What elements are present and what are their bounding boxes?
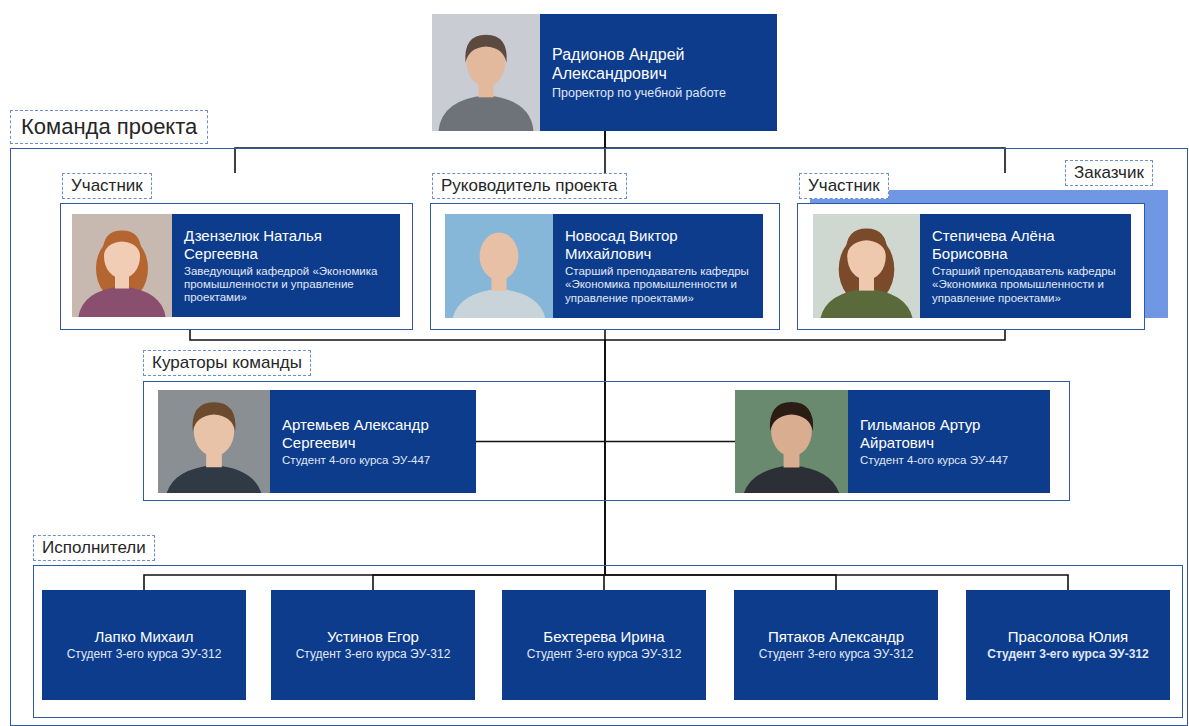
member-group: Студент 3-его курса ЭУ-312	[527, 648, 682, 662]
person-card: Артемьев Александр СергеевичСтудент 4-ог…	[158, 390, 476, 493]
group-heading: Руководитель проекта	[441, 176, 618, 196]
member-name: Прасолова Юлия	[1008, 628, 1128, 646]
person-card: Дзензелюк Наталья СергеевнаЗаведующий ка…	[72, 214, 400, 317]
role-group: Кураторы командыАртемьев Александр Серге…	[143, 350, 1070, 501]
group-heading: Участник	[808, 176, 880, 196]
group-heading: Участник	[71, 176, 143, 196]
photo-background	[813, 214, 920, 318]
card-text: Степичева Алёна БорисовнаСтарший препода…	[920, 214, 1131, 318]
group-heading-box: Участник	[799, 173, 889, 199]
member-box: Лапко МихаилСтудент 3-его курса ЭУ-312	[42, 590, 246, 700]
portrait-figure	[735, 390, 848, 493]
portrait-photo	[72, 214, 172, 317]
connector-line	[605, 330, 1005, 350]
photo-shoulders	[78, 287, 166, 318]
photo-shoulders	[438, 95, 533, 131]
group-heading-box: Участник	[62, 173, 152, 199]
connector-line	[144, 350, 605, 590]
portrait-figure	[813, 214, 920, 318]
person-card: Степичева Алёна БорисовнаСтарший препода…	[813, 214, 1131, 318]
photo-background	[735, 390, 848, 493]
portrait-figure	[72, 214, 172, 317]
person-name: Гильманов Артур Айратович	[860, 416, 1042, 452]
member-name: Устинов Егор	[327, 628, 419, 646]
photo-background	[72, 214, 172, 317]
team-heading-box: Команда проекта	[10, 110, 208, 144]
photo-face	[480, 233, 519, 281]
photo-background	[158, 390, 270, 493]
team-heading: Команда проекта	[21, 114, 197, 140]
person-position: Заведующий кафедрой «Экономика промышлен…	[184, 265, 392, 305]
role-group: Руководитель проектаНовосад Виктор Михай…	[430, 173, 780, 330]
card-text: Новосад Виктор МихайловичСтарший препода…	[553, 214, 763, 318]
connector-line	[605, 131, 1005, 173]
member-box: Бехтерева ИринаСтудент 3-его курса ЭУ-31…	[502, 590, 706, 700]
person-card: Новосад Виктор МихайловичСтарший препода…	[445, 214, 763, 318]
role-group: УчастникДзензелюк Наталья СергеевнаЗавед…	[60, 173, 413, 330]
person-card: Гильманов Артур АйратовичСтудент 4-ого к…	[735, 390, 1050, 493]
member-box: Устинов ЕгорСтудент 3-его курса ЭУ-312	[271, 590, 475, 700]
photo-background	[445, 214, 553, 318]
person-name: Артемьев Александр Сергеевич	[282, 416, 468, 452]
portrait-photo	[158, 390, 270, 493]
person-name: Степичева Алёна Борисовна	[932, 227, 1123, 263]
group-heading-box: Исполнители	[33, 535, 155, 561]
member-box: Пятаков АлександрСтудент 3-его курса ЭУ-…	[734, 590, 938, 700]
member-box: Прасолова ЮлияСтудент 3-его курса ЭУ-312	[966, 590, 1170, 700]
card-text: Гильманов Артур АйратовичСтудент 4-ого к…	[848, 390, 1050, 493]
member-group: Студент 3-его курса ЭУ-312	[67, 648, 222, 662]
person-card: Радионов Андрей АлександровичПроректор п…	[432, 14, 777, 131]
member-name: Лапко Михаил	[94, 628, 193, 646]
connector-line	[605, 350, 1068, 590]
connector-line	[235, 131, 605, 173]
person-name: Дзензелюк Наталья Сергеевна	[184, 227, 392, 263]
connector-line	[190, 330, 605, 350]
role-label: Заказчик	[1074, 163, 1144, 183]
person-position: Проректор по учебной работе	[552, 86, 769, 100]
portrait-photo	[432, 14, 540, 131]
member-group: Студент 3-его курса ЭУ-312	[759, 648, 914, 662]
photo-hair	[465, 35, 506, 63]
portrait-photo	[445, 214, 553, 318]
portrait-figure	[158, 390, 270, 493]
photo-shoulders	[819, 288, 913, 318]
photo-shoulders	[165, 465, 264, 493]
person-position: Старший преподаватель кафедры «Экономика…	[565, 265, 755, 305]
person-name: Радионов Андрей Александрович	[552, 45, 769, 83]
portrait-figure	[445, 214, 553, 318]
photo-background	[432, 14, 540, 131]
card-text: Дзензелюк Наталья СергеевнаЗаведующий ка…	[172, 214, 400, 317]
group-heading: Кураторы команды	[152, 353, 302, 373]
person-position: Студент 4-ого курса ЭУ-447	[282, 454, 468, 467]
portrait-photo	[813, 214, 920, 318]
member-group: Студент 3-его курса ЭУ-312	[296, 648, 451, 662]
person-position: Старший преподаватель кафедры «Экономика…	[932, 265, 1123, 305]
photo-hair	[770, 402, 813, 431]
team-band: Команда проектаУчастникДзензелюк Наталья…	[10, 110, 1188, 726]
photo-hair	[103, 231, 141, 257]
member-name: Бехтерева Ирина	[543, 628, 664, 646]
group-heading-box: Кураторы команды	[143, 350, 311, 376]
photo-shoulders	[742, 465, 841, 493]
card-text: Радионов Андрей АлександровичПроректор п…	[540, 14, 777, 131]
group-heading: Исполнители	[42, 538, 146, 558]
portrait-figure	[432, 14, 540, 131]
photo-hair	[846, 229, 887, 257]
member-group: Студент 3-его курса ЭУ-312	[987, 648, 1149, 662]
portrait-photo	[735, 390, 848, 493]
photo-hair	[193, 402, 236, 431]
person-name: Новосад Виктор Михайлович	[565, 227, 755, 263]
photo-shoulders	[451, 289, 546, 318]
role-group: УчастникСтепичева Алёна БорисовнаСтарший…	[797, 173, 1145, 330]
role-group: ИсполнителиЛапко МихаилСтудент 3-его кур…	[33, 535, 1183, 718]
card-text: Артемьев Александр СергеевичСтудент 4-ог…	[270, 390, 476, 493]
role-label-box: Заказчик	[1065, 160, 1153, 186]
member-name: Пятаков Александр	[768, 628, 904, 646]
person-position: Студент 4-ого курса ЭУ-447	[860, 454, 1042, 467]
group-heading-box: Руководитель проекта	[432, 173, 627, 199]
